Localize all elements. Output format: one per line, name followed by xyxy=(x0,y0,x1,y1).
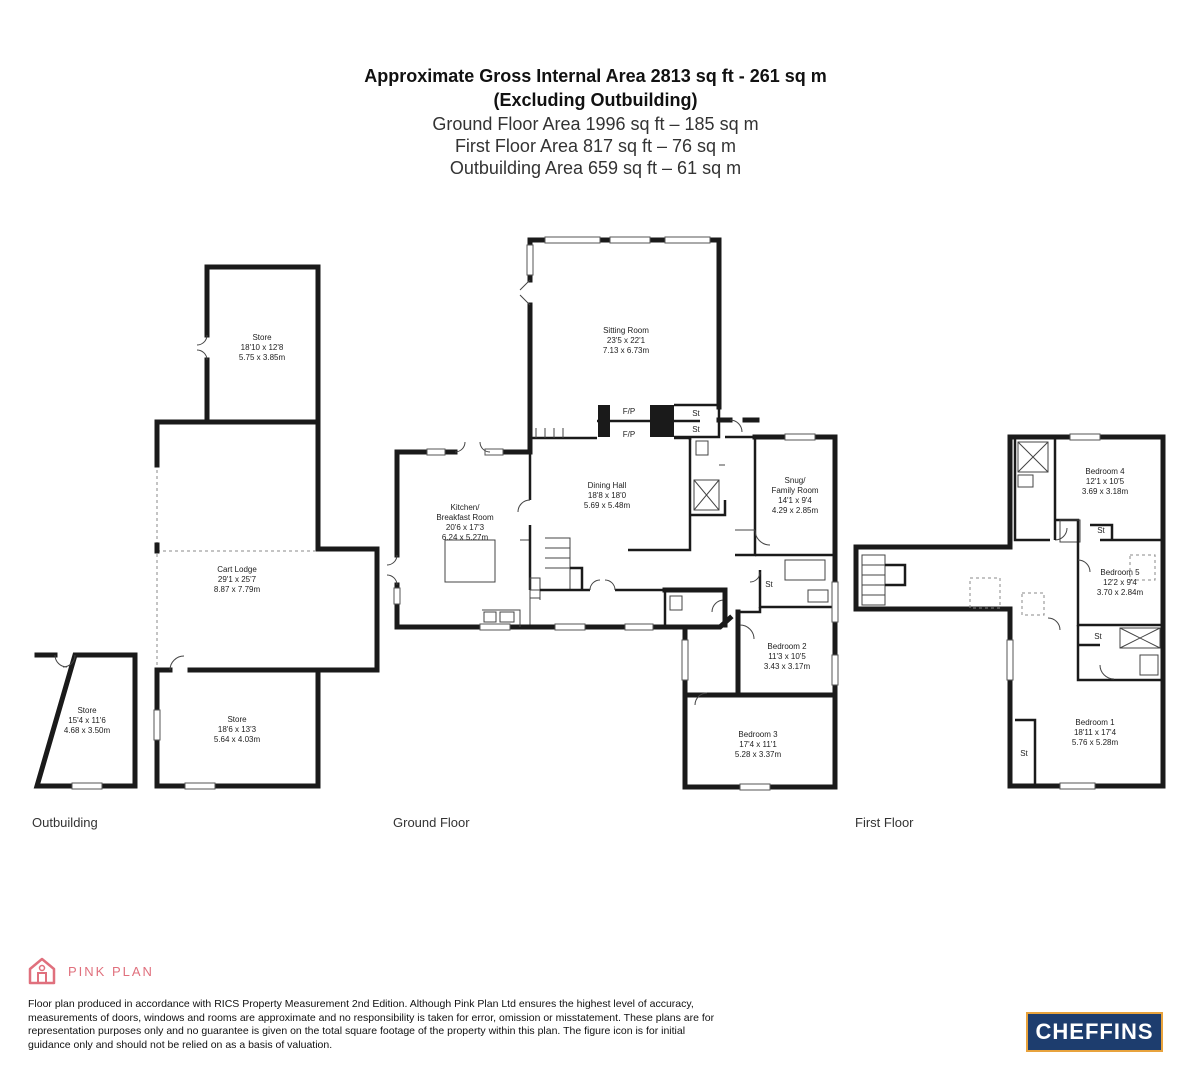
sitting-room-imperial: 23'5 x 22'1 xyxy=(607,336,646,345)
bedroom-2-metric: 3.43 x 3.17m xyxy=(764,662,811,671)
pink-plan-logo-text: PINK PLAN xyxy=(68,963,154,979)
fireplace-label-top: F/P xyxy=(623,407,635,416)
kitchen-metric: 6.24 x 5.27m xyxy=(442,533,489,542)
store-cupboard-2: St xyxy=(692,425,700,434)
store-cupboard-3: St xyxy=(765,580,773,589)
bedroom-3-imperial: 17'4 x 11'1 xyxy=(739,740,777,749)
ground-floor-label: Ground Floor xyxy=(393,815,470,830)
bedroom-1-metric: 5.76 x 5.28m xyxy=(1072,738,1119,747)
snug-metric: 4.29 x 2.85m xyxy=(772,506,819,515)
house-logo-icon xyxy=(28,957,56,985)
store-mid-imperial: 18'6 x 13'3 xyxy=(218,725,257,734)
header-area-title: Approximate Gross Internal Area 2813 sq … xyxy=(364,66,827,86)
store-cupboard-1: St xyxy=(692,409,700,418)
bedroom-3-metric: 5.28 x 3.37m xyxy=(735,750,782,759)
disclaimer-text: Floor plan produced in accordance with R… xyxy=(28,998,715,1051)
store-left-metric: 4.68 x 3.50m xyxy=(64,726,111,735)
first-floor-label: First Floor xyxy=(855,815,914,830)
first-floor-plan xyxy=(853,433,1166,790)
kitchen-name-1: Kitchen/ xyxy=(451,503,481,512)
kitchen-imperial: 20'6 x 17'3 xyxy=(446,523,485,532)
snug-name-1: Snug/ xyxy=(785,476,807,485)
bedroom-5-name: Bedroom 5 xyxy=(1100,568,1140,577)
dining-hall-name: Dining Hall xyxy=(588,481,627,490)
bedroom-2-imperial: 11'3 x 10'5 xyxy=(768,652,806,661)
cart-lodge-name: Cart Lodge xyxy=(217,565,257,574)
header-first-floor-area: First Floor Area 817 sq ft – 76 sq m xyxy=(454,136,737,156)
bedroom-1-name: Bedroom 1 xyxy=(1075,718,1115,727)
bedroom-3-name: Bedroom 3 xyxy=(738,730,778,739)
store-top-name: Store xyxy=(252,333,272,342)
sitting-room-name: Sitting Room xyxy=(603,326,649,335)
store-cupboard-6: St xyxy=(1020,749,1028,758)
room-labels: Store 18'10 x 12'8 5.75 x 3.85m Cart Lod… xyxy=(64,326,1144,759)
snug-name-2: Family Room xyxy=(771,486,818,495)
bedroom-4-metric: 3.69 x 3.18m xyxy=(1082,487,1129,496)
cart-lodge-metric: 8.87 x 7.79m xyxy=(214,585,261,594)
dining-hall-imperial: 18'8 x 18'0 xyxy=(588,491,627,500)
store-left-imperial: 15'4 x 11'6 xyxy=(68,716,106,725)
bedroom-5-imperial: 12'2 x 9'4 xyxy=(1103,578,1137,587)
store-cupboard-4: St xyxy=(1097,526,1105,535)
outbuilding-plan xyxy=(33,264,380,790)
kitchen-name-2: Breakfast Room xyxy=(436,513,494,522)
pink-plan-logo: PINK PLAN xyxy=(26,955,154,987)
ground-floor-plan xyxy=(386,236,839,791)
bedroom-1-imperial: 18'11 x 17'4 xyxy=(1074,728,1117,737)
store-mid-metric: 5.64 x 4.03m xyxy=(214,735,261,744)
fireplace-label-bottom: F/P xyxy=(623,430,635,439)
cheffins-brand-logo: CHEFFINS xyxy=(1026,1012,1163,1052)
outbuilding-label: Outbuilding xyxy=(32,815,98,830)
store-top-metric: 5.75 x 3.85m xyxy=(239,353,286,362)
bedroom-4-imperial: 12'1 x 10'5 xyxy=(1086,477,1125,486)
bedroom-2-name: Bedroom 2 xyxy=(767,642,807,651)
store-mid-name: Store xyxy=(227,715,247,724)
store-top-imperial: 18'10 x 12'8 xyxy=(241,343,284,352)
header-excluding-note: (Excluding Outbuilding) xyxy=(493,90,698,110)
cart-lodge-imperial: 29'1 x 25'7 xyxy=(218,575,257,584)
store-left-name: Store xyxy=(77,706,97,715)
header-ground-floor-area: Ground Floor Area 1996 sq ft – 185 sq m xyxy=(432,114,759,134)
sitting-room-metric: 7.13 x 6.73m xyxy=(603,346,650,355)
header-outbuilding-area: Outbuilding Area 659 sq ft – 61 sq m xyxy=(449,158,742,178)
dining-hall-metric: 5.69 x 5.48m xyxy=(584,501,631,510)
snug-imperial: 14'1 x 9'4 xyxy=(778,496,812,505)
bedroom-4-name: Bedroom 4 xyxy=(1085,467,1125,476)
store-cupboard-5: St xyxy=(1094,632,1102,641)
bedroom-5-metric: 3.70 x 2.84m xyxy=(1097,588,1144,597)
